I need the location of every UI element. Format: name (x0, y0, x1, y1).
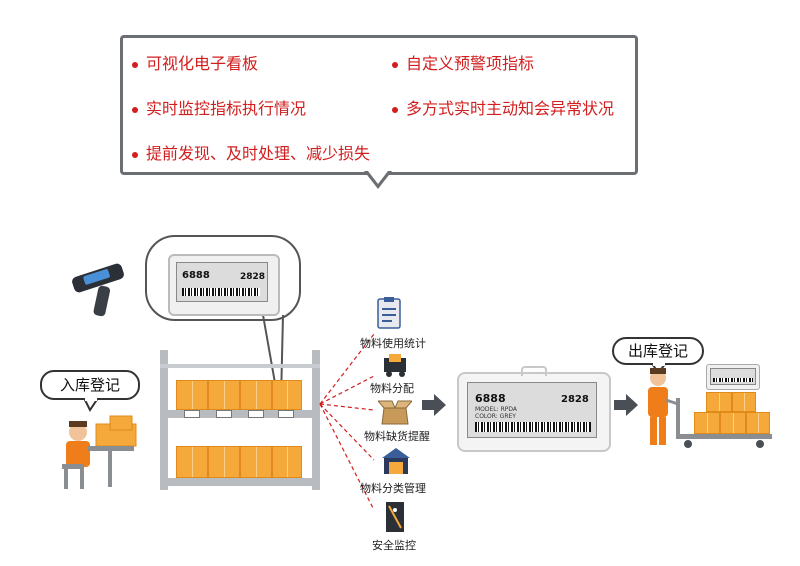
cargo-box (240, 380, 272, 410)
feature-item: 自定义预警项指标 (392, 50, 534, 74)
cargo-box (176, 380, 208, 410)
esl-tag-mini (706, 364, 760, 390)
open-box-icon (378, 400, 412, 425)
cargo-box (240, 446, 272, 478)
function-label: 物料使用统计 (360, 337, 426, 350)
function-label: 物料分配 (370, 382, 414, 395)
warehouse-icon (382, 448, 410, 474)
feature-item: 实时监控指标执行情况 (132, 95, 306, 119)
shelf-tag (216, 410, 232, 418)
cargo-box (706, 392, 732, 412)
feature-item: 多方式实时主动知会异常状况 (392, 95, 614, 119)
shelf-tag (184, 410, 200, 418)
clipboard-icon (377, 297, 401, 329)
shelf-bar (160, 364, 320, 368)
outbound-bubble: 出库登记 (612, 337, 704, 365)
cargo-box (272, 446, 302, 478)
connector-lines (319, 333, 375, 511)
handheld-scanner-icon (72, 263, 124, 317)
arrow-right-icon (422, 394, 446, 416)
shelf-post (312, 350, 320, 490)
esl-tag-small: 6888 2828 (168, 254, 280, 316)
cargo-box (208, 380, 240, 410)
function-label: 物料分类管理 (360, 482, 426, 495)
esl-tag-large: 6888 2828 MODEL: RPDA COLOR: GREY (457, 366, 611, 452)
outbound-worker-icon (648, 368, 772, 448)
function-label: 物料缺货提醒 (364, 430, 430, 443)
cargo-box (720, 412, 746, 434)
function-label: 安全监控 (372, 539, 416, 552)
cargo-box (176, 446, 208, 478)
security-camera-icon (386, 502, 404, 532)
arrow-right-icon (614, 394, 638, 416)
feature-item: 可视化电子看板 (132, 50, 258, 74)
cargo-box (746, 412, 770, 434)
shelf-post (160, 350, 168, 490)
feature-callout (120, 35, 638, 175)
cargo-box (208, 446, 240, 478)
shelf-board (160, 410, 320, 418)
cargo-box (694, 412, 720, 434)
cargo-box (732, 392, 756, 412)
shelf-tag (248, 410, 264, 418)
cargo-box (272, 380, 302, 410)
inbound-bubble: 入库登记 (40, 370, 140, 400)
shelf-board (160, 478, 320, 486)
loading-truck-icon (384, 354, 406, 377)
feature-item: 提前发现、及时处理、减少损失 (132, 140, 370, 164)
shelf-tag (278, 410, 294, 418)
inbound-worker-icon (62, 415, 137, 489)
